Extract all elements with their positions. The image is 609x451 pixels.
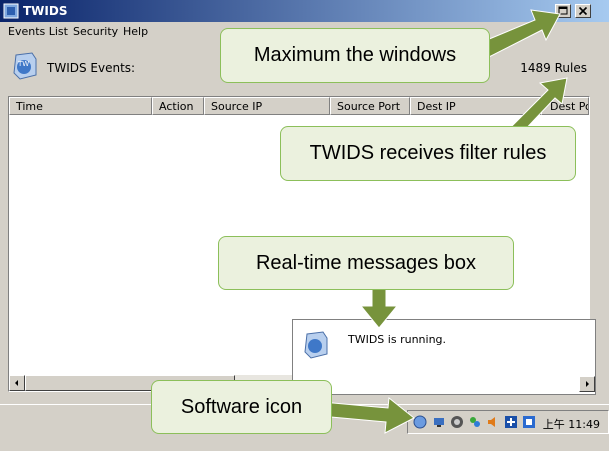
- menu-events-list[interactable]: Events List: [8, 25, 68, 38]
- callout-maximize: Maximum the windows: [220, 28, 490, 83]
- arrow-right-icon: [586, 381, 589, 387]
- maximize-icon: [558, 6, 568, 15]
- title-bar[interactable]: TWIDS: [0, 0, 609, 22]
- column-header-source-ip[interactable]: Source IP: [204, 97, 330, 115]
- twids-tray-icon[interactable]: [413, 415, 427, 429]
- messages-popup: TWIDS is running.: [292, 319, 596, 395]
- svg-text:TW: TW: [17, 60, 29, 68]
- system-tray: 上午 11:49: [407, 410, 609, 434]
- messenger-icon[interactable]: [468, 415, 482, 429]
- menu-bar: Events List Security Help: [0, 22, 609, 42]
- menu-help[interactable]: Help: [123, 25, 149, 38]
- column-header-dest-ip[interactable]: Dest IP: [410, 97, 541, 115]
- events-label: TWIDS Events:: [47, 61, 136, 75]
- input-method-icon[interactable]: [504, 415, 518, 429]
- column-header-dest-port[interactable]: Dest Po: [541, 97, 589, 115]
- column-header-action[interactable]: Action: [152, 97, 204, 115]
- callout-messages-box: Real-time messages box: [218, 236, 514, 290]
- popup-message: TWIDS is running.: [348, 333, 447, 346]
- language-icon[interactable]: [522, 415, 536, 429]
- network-icon[interactable]: [432, 415, 446, 429]
- clock[interactable]: 上午 11:49: [542, 418, 600, 431]
- twids-app-icon: [3, 3, 19, 19]
- scroll-left-button[interactable]: [9, 375, 25, 391]
- column-header-source-port[interactable]: Source Port: [330, 97, 410, 115]
- column-header-time[interactable]: Time: [9, 97, 152, 115]
- maximize-button[interactable]: [555, 4, 571, 18]
- callout-filter-rules: TWIDS receives filter rules: [280, 126, 576, 181]
- twids-popup-icon: [304, 331, 328, 359]
- rules-count: 1489 Rules: [520, 61, 587, 75]
- close-button[interactable]: [575, 4, 591, 18]
- window-title: TWIDS: [23, 4, 68, 18]
- shield-icon[interactable]: [450, 415, 464, 429]
- twids-logo-icon: TW: [13, 52, 37, 80]
- callout-software-icon: Software icon: [151, 380, 332, 434]
- scroll-right-button[interactable]: [579, 376, 595, 392]
- volume-icon[interactable]: [486, 415, 500, 429]
- menu-security[interactable]: Security: [73, 25, 119, 38]
- close-icon: [578, 6, 588, 16]
- arrow-left-icon: [15, 380, 18, 386]
